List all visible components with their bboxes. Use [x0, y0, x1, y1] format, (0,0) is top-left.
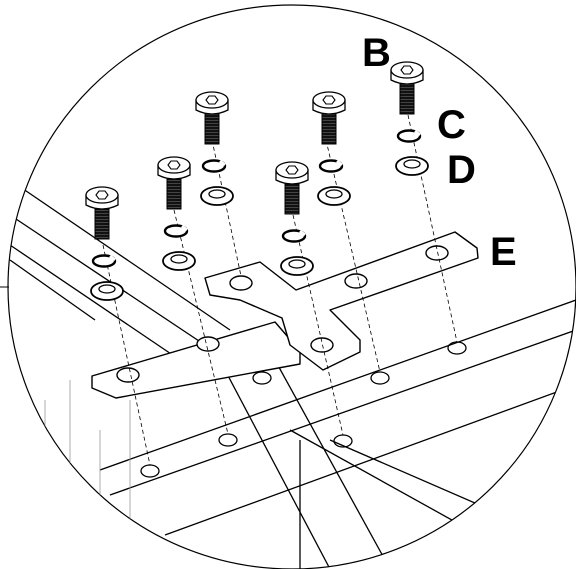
- screw-thread: [399, 83, 415, 115]
- flat-washer-hole: [288, 259, 306, 269]
- t-plate: [91, 231, 479, 399]
- label-flat-washer: D: [447, 148, 476, 192]
- lock-washer: [91, 254, 117, 268]
- hex-socket-icon: [95, 190, 109, 200]
- label-lock-washer: C: [437, 103, 466, 147]
- screw-stacks: [85, 61, 429, 301]
- hex-socket-icon: [322, 95, 336, 105]
- screw-thread: [94, 208, 110, 240]
- lock-washer: [281, 229, 307, 243]
- plate-hole: [344, 273, 368, 289]
- lock-washer: [163, 224, 189, 238]
- plate-hole: [425, 245, 449, 261]
- rail-hole: [252, 371, 272, 385]
- flat-washer-hole: [403, 159, 421, 169]
- label-plate: E: [490, 230, 517, 274]
- plate-hole: [310, 337, 334, 353]
- screw-thread: [321, 113, 337, 145]
- lock-washer: [201, 159, 227, 173]
- flat-washer-hole: [98, 284, 116, 294]
- rail-hole: [218, 433, 238, 447]
- screw-thread: [166, 178, 182, 210]
- screw-thread: [204, 113, 220, 145]
- plate-hole: [196, 336, 220, 352]
- lock-washer: [396, 129, 422, 143]
- hex-socket-icon: [400, 65, 414, 75]
- plate-hole: [116, 367, 140, 383]
- flat-washer-hole: [208, 189, 226, 199]
- hex-socket-icon: [167, 160, 181, 170]
- screw-thread: [284, 183, 300, 215]
- hex-socket-icon: [285, 165, 299, 175]
- flat-washer-hole: [170, 254, 188, 264]
- plate-hole: [229, 275, 253, 291]
- flat-washer-hole: [325, 189, 343, 199]
- label-screw: B: [362, 31, 391, 75]
- hex-socket-icon: [205, 95, 219, 105]
- frame-structure: [9, 179, 576, 569]
- lock-washer: [318, 159, 344, 173]
